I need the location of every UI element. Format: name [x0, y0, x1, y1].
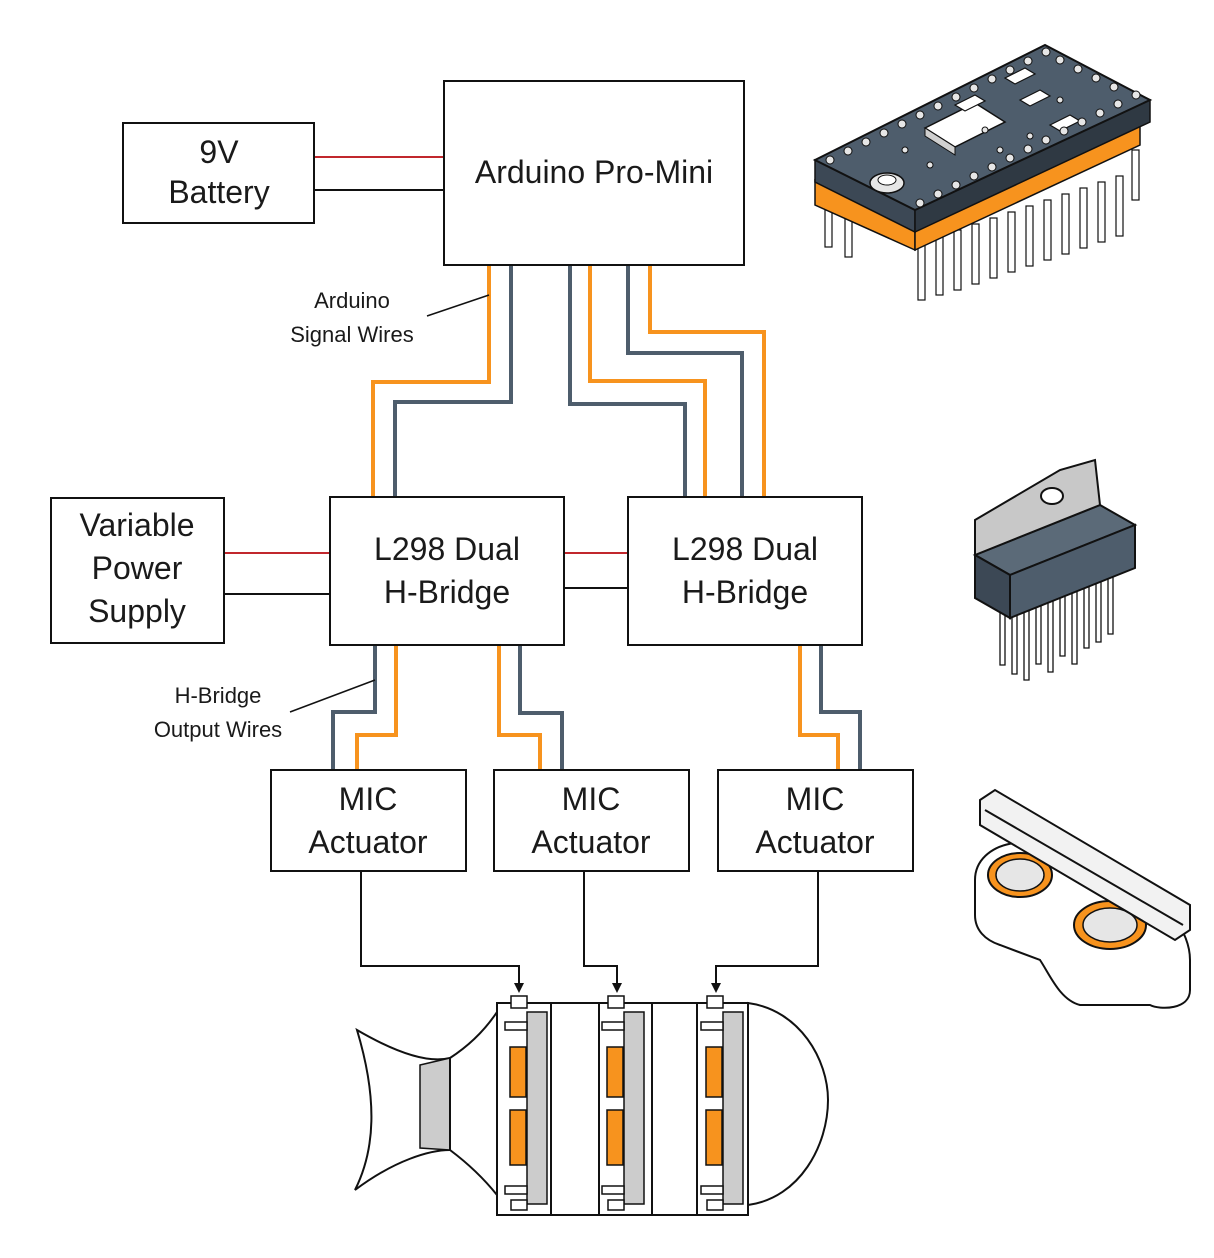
- actuator-3-label-line2: Actuator: [755, 824, 875, 860]
- actuator-1-label-line2: Actuator: [308, 824, 428, 860]
- signal-wires-label-line2: Signal Wires: [290, 322, 413, 347]
- actuator-1-block: MIC Actuator: [270, 769, 467, 872]
- actuator-3-block: MIC Actuator: [717, 769, 914, 872]
- signal-wires-annotation: Arduino Signal Wires: [290, 288, 413, 347]
- arduino-pro-mini-illustration: [812, 43, 1153, 301]
- actuator-to-fish-arrows: [360, 871, 819, 993]
- hbridge-right-label-line1: L298 Dual: [672, 531, 818, 567]
- supply-power-wires: [224, 552, 628, 595]
- actuator-3-label-line1: MIC: [786, 781, 845, 817]
- actuator-2-block: MIC Actuator: [493, 769, 690, 872]
- actuator-1-label-line1: MIC: [339, 781, 398, 817]
- output-wires-label-line2: Output Wires: [154, 717, 282, 742]
- power-supply-label-line3: Supply: [88, 593, 186, 629]
- signal-wires-leader: [426, 294, 490, 317]
- arduino-block: Arduino Pro-Mini: [443, 80, 745, 266]
- actuator-2-label-line1: MIC: [562, 781, 621, 817]
- battery-block: 9V Battery: [122, 122, 315, 224]
- output-wires-annotation: H-Bridge Output Wires: [154, 683, 282, 742]
- arduino-label: Arduino Pro-Mini: [475, 154, 713, 190]
- hbridge-output-wires: [331, 645, 862, 770]
- hbridge-left-label-line1: L298 Dual: [374, 531, 520, 567]
- hbridge-left-block: L298 Dual H-Bridge: [329, 496, 565, 646]
- power-supply-label-line1: Variable: [79, 507, 194, 543]
- hbridge-left-label-line2: H-Bridge: [384, 574, 510, 610]
- output-wires-label-line1: H-Bridge: [175, 683, 262, 708]
- mic-actuator-illustration: [974, 788, 1191, 1009]
- arduino-signal-wires: [371, 265, 766, 497]
- l298-chip-illustration: [972, 458, 1138, 681]
- robot-fish-illustration: [354, 995, 830, 1216]
- signal-wires-label-line1: Arduino: [314, 288, 390, 313]
- battery-power-wires: [314, 156, 444, 191]
- arrow-actuator-1: [360, 871, 524, 993]
- output-wires-leader: [289, 679, 376, 713]
- arrow-actuator-3: [711, 871, 819, 993]
- battery-label-line1: 9V: [199, 134, 239, 170]
- hbridge-right-block: L298 Dual H-Bridge: [627, 496, 863, 646]
- battery-label-line2: Battery: [168, 174, 269, 210]
- power-supply-block: Variable Power Supply: [50, 497, 225, 644]
- actuator-2-label-line2: Actuator: [531, 824, 651, 860]
- hbridge-right-label-line2: H-Bridge: [682, 574, 808, 610]
- arrow-actuator-2: [583, 871, 622, 993]
- power-supply-label-line2: Power: [92, 550, 183, 586]
